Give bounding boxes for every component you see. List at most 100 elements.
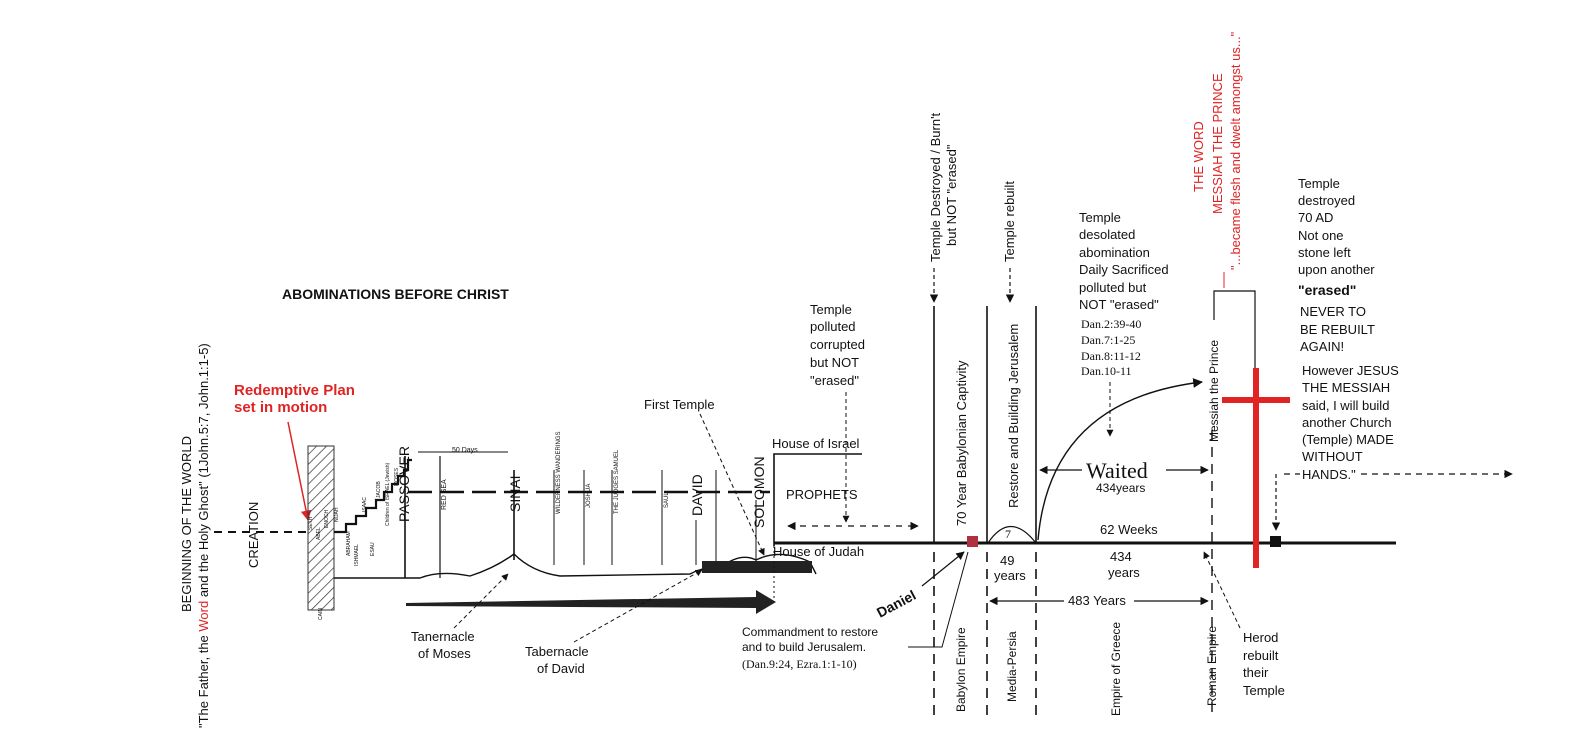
hands-label-bg <box>1300 466 1360 482</box>
tabernacle-strip <box>702 561 812 573</box>
polluted-line-3: but NOT <box>810 355 859 370</box>
trinity-verse-label: "The Father, the Word and the Holy Ghost… <box>196 343 211 728</box>
ot-small-4: NOAH <box>334 507 340 522</box>
waited-label: Waited <box>1086 458 1148 483</box>
never-line-1: BE REBUILT <box>1300 322 1375 337</box>
wilderness-label: WILDERNESS WANDERINGS <box>556 432 562 514</box>
desolated-line-4: polluted but <box>1079 280 1147 295</box>
however-line-6: HANDS." <box>1302 467 1356 482</box>
sinai-label: SINAI <box>507 475 523 512</box>
messiah-the-prince-red: MESSIAH THE PRINCE <box>1210 73 1225 214</box>
joshua-label: JOSHUA <box>586 484 592 508</box>
saul-label: SAUL <box>664 492 670 508</box>
however-line-0: However JESUS <box>1302 363 1399 378</box>
y483-label: 483 Years <box>1068 593 1126 608</box>
tabernacle-david-label-2: of David <box>537 661 585 676</box>
the-word-label: THE WORD <box>1191 121 1206 192</box>
waited-years-label: 434years <box>1096 481 1145 495</box>
however-line-3: another Church <box>1302 415 1392 430</box>
restore-label: Restore and Building Jerusalem <box>1006 324 1021 508</box>
dan-ref-0: Dan.2:39-40 <box>1081 317 1141 331</box>
tabernacle-moses-label-2: of Moses <box>418 646 471 661</box>
roman-empire-label: Roman Empire <box>1205 626 1219 706</box>
herod-arrow <box>1203 551 1241 629</box>
ot-small-0: CAIN <box>318 608 324 620</box>
ot-small-9: JACOB <box>376 481 382 498</box>
tabernacle-moses-arrow <box>453 573 509 629</box>
erased-label: "erased" <box>1298 282 1356 298</box>
progress-arrow <box>406 590 776 614</box>
messiah-prince-label: Messiah the Prince <box>1207 340 1221 442</box>
cross-beam <box>1222 397 1290 403</box>
destroyed-70-line-2: 70 AD <box>1298 210 1333 225</box>
ot-small-11: MOSES <box>394 467 400 486</box>
however-line-4: (Temple) MADE <box>1302 432 1394 447</box>
diagram-title: ABOMINATIONS BEFORE CHRIST <box>282 286 509 302</box>
destroyed-70-line-5: upon another <box>1298 262 1375 277</box>
redemptive-plan-label-2: set in motion <box>234 399 327 416</box>
destroyed-70-line-0: Temple <box>1298 176 1340 191</box>
ot-small-10: Children of ISRAEL (Jewish) <box>385 462 391 526</box>
seven-weeks-arc <box>987 526 1037 544</box>
desolated-line-0: Temple <box>1079 210 1121 225</box>
beginning-of-world-label: BEGINNING OF THE WORLD <box>179 436 194 612</box>
temple-destroyed-label: Temple Destroyed / Burn't <box>928 112 943 262</box>
temple-destroyed-label-2: but NOT "erased" <box>944 144 959 246</box>
ot-small-5: ABRAHAM <box>346 531 352 556</box>
cross-icon <box>1253 368 1259 568</box>
polluted-line-1: polluted <box>810 319 856 334</box>
polluted-line-2: corrupted <box>810 337 865 352</box>
herod-line-3: Temple <box>1243 683 1285 698</box>
destroyed-marker <box>1270 536 1281 547</box>
daniel-arrow <box>921 551 965 587</box>
ot-small-7: ISAAC <box>362 497 368 512</box>
patriarch-steps <box>334 458 412 534</box>
desolated-line-5: NOT "erased" <box>1079 297 1159 312</box>
desolated-line-3: Daily Sacrificed <box>1079 262 1169 277</box>
herod-line-1: rebuilt <box>1243 648 1279 663</box>
commandment-label-2: and to build Jerusalem. <box>742 640 866 654</box>
messiah-bracket <box>1213 290 1256 372</box>
commandment-marker <box>967 536 978 547</box>
commandment-ref: (Dan.9:24, Ezra.1:1-10) <box>742 657 857 671</box>
herod-line-2: their <box>1243 665 1269 680</box>
commandment-pointer <box>908 551 969 648</box>
ground-line <box>334 553 817 579</box>
destroyed-70-line-1: destroyed <box>1298 193 1355 208</box>
ot-small-8: ESAU <box>370 542 376 556</box>
however-line-2: said, I will build <box>1302 398 1389 413</box>
ot-small-3: ENOCH <box>324 510 330 528</box>
desolated-line-2: abomination <box>1079 245 1150 260</box>
creation-label: CREATION <box>246 502 261 568</box>
ot-small-1: ABEL <box>316 527 322 540</box>
ot-small-2: SETH <box>308 516 314 530</box>
forty-nine-years-label: years <box>994 568 1026 583</box>
however-line-5: WITHOUT <box>1302 449 1363 464</box>
babylon-empire-label: Babylon Empire <box>954 627 968 712</box>
redemptive-arrow <box>287 421 312 522</box>
tabernacle-moses-label: Tanernacle <box>411 629 475 644</box>
david-label: DAVID <box>689 474 705 516</box>
captivity-label: 70 Year Babylonian Captivity <box>954 360 969 526</box>
prophets-label: PROPHETS <box>786 487 858 502</box>
y434-number: 434 <box>1110 549 1132 564</box>
tabernacle-david-label: Tabernacle <box>525 644 589 659</box>
media-persia-label: Media-Persia <box>1005 631 1019 702</box>
ot-small-6: ISHMAEL <box>354 544 360 566</box>
dan-ref-2: Dan.8:11-12 <box>1081 349 1141 363</box>
passover-label: PASSOVER <box>396 446 412 522</box>
temple-rebuilt-label: Temple rebuilt <box>1002 181 1017 262</box>
however-line-1: THE MESSIAH <box>1302 380 1390 395</box>
old-testament-strip: 50 Days PASSOVER RED SEA SINAI WILDERNES… <box>307 432 817 620</box>
first-temple-label: First Temple <box>644 397 715 412</box>
empire-greece-label: Empire of Greece <box>1109 622 1123 716</box>
destroyed-70-line-4: stone left <box>1298 245 1351 260</box>
dan-ref-1: Dan.7:1-25 <box>1081 333 1135 347</box>
red-sea-label: RED SEA <box>441 479 448 510</box>
messiah-arc-arrow <box>1037 378 1203 541</box>
creation-hatch <box>307 445 335 611</box>
became-flesh-label: "...became flesh and dwelt amongst us...… <box>1228 31 1243 270</box>
sixty-two-weeks-label: 62 Weeks <box>1100 522 1158 537</box>
never-line-2: AGAIN! <box>1300 339 1344 354</box>
